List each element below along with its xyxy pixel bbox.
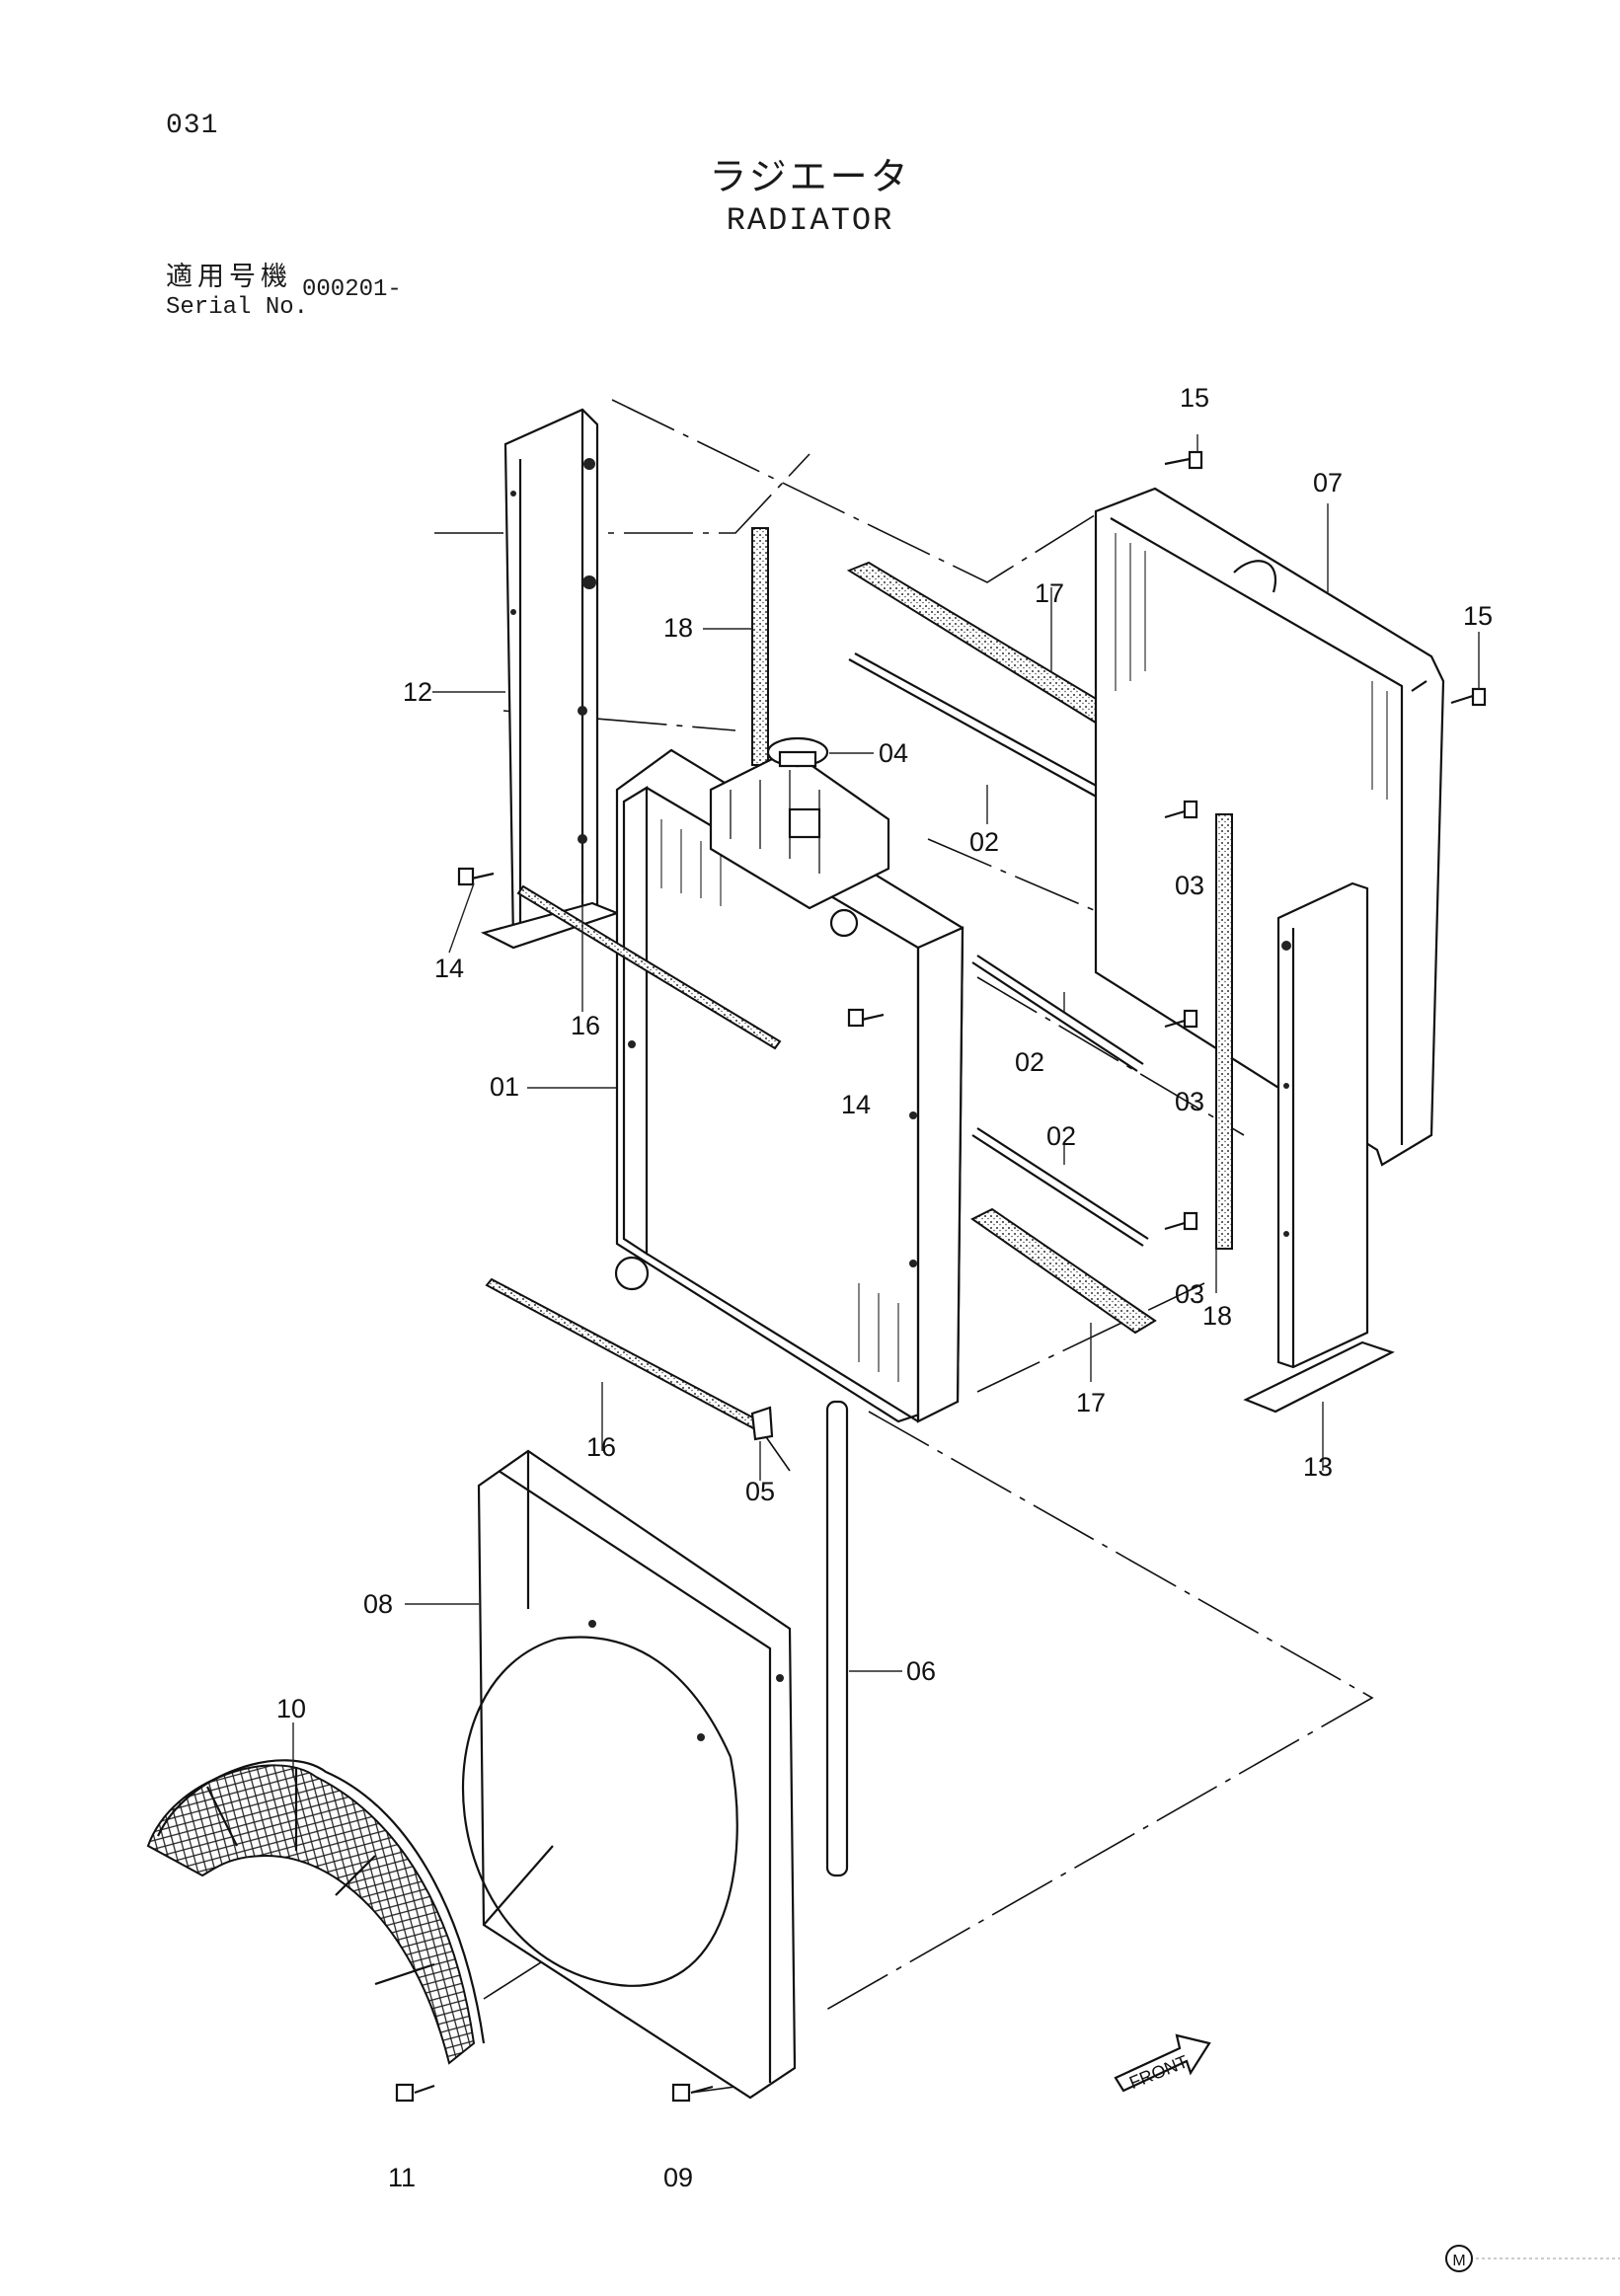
page-title: RADIATOR — [726, 202, 894, 239]
callout-12: 12 — [403, 677, 432, 707]
callout-18-upper: 18 — [663, 613, 693, 643]
right-stay-part-13 — [1243, 881, 1395, 1414]
hose-part-06 — [825, 1400, 849, 1877]
callout-03-bottom: 03 — [1175, 1279, 1204, 1309]
bolt-part-15-top — [1164, 450, 1203, 470]
callout-16-lower: 16 — [586, 1432, 616, 1462]
callout-08: 08 — [363, 1589, 393, 1619]
callout-03-middle: 03 — [1175, 1087, 1204, 1116]
callout-04: 04 — [879, 738, 908, 768]
bolt-part-15-right — [1450, 687, 1487, 707]
bolt-part-14-center — [847, 1008, 885, 1028]
seal-part-18-left — [751, 527, 769, 766]
drain-cock-part-05 — [750, 1406, 774, 1441]
serial-label: Serial No. — [166, 294, 309, 321]
callout-18-lower: 18 — [1202, 1301, 1232, 1331]
bolt-part-03-top — [1164, 800, 1198, 819]
callout-13: 13 — [1303, 1452, 1333, 1482]
callout-05: 05 — [745, 1477, 775, 1506]
callout-15-top: 15 — [1180, 383, 1209, 413]
callout-17-upper: 17 — [1035, 578, 1064, 608]
callout-15-right: 15 — [1463, 601, 1493, 631]
stay-part-02-upper — [848, 658, 1138, 820]
callout-02-middle: 02 — [1015, 1047, 1044, 1077]
seal-part-17-lower — [970, 1207, 1157, 1335]
callout-10: 10 — [276, 1694, 306, 1723]
callout-11: 11 — [388, 2163, 416, 2192]
left-stay-part-12 — [480, 408, 621, 950]
callout-06: 06 — [906, 1656, 936, 1686]
bolt-part-09 — [671, 2083, 714, 2103]
serial-number-range: 000201- — [302, 276, 402, 303]
callout-14-left: 14 — [434, 954, 464, 983]
shroud-part-07 — [1094, 487, 1445, 1167]
callout-16-upper: 16 — [571, 1011, 600, 1040]
page-number: 031 — [166, 111, 219, 141]
callout-17-lower: 17 — [1076, 1388, 1106, 1417]
corner-mark: M — [1445, 2245, 1620, 2272]
stay-part-02-middle — [971, 961, 1138, 1072]
bolt-part-03-middle — [1164, 1009, 1198, 1029]
callout-03-top: 03 — [1175, 871, 1204, 900]
page-title-japanese: ラジエータ — [709, 155, 911, 198]
stay-part-02-lower — [971, 1134, 1144, 1247]
callout-02-lower: 02 — [1046, 1121, 1076, 1151]
fan-guard-part-10 — [146, 1759, 486, 2065]
callout-leader-lines — [292, 434, 1480, 1777]
callout-09: 09 — [663, 2163, 693, 2192]
callout-07: 07 — [1313, 468, 1343, 497]
callout-02-upper: 02 — [969, 827, 999, 857]
corner-mark-letter: M — [1452, 2253, 1465, 2269]
callout-01: 01 — [490, 1072, 519, 1102]
bolt-part-14-left — [457, 867, 495, 886]
radiator-core-part-01 — [614, 748, 964, 1423]
callout-14-center: 14 — [841, 1090, 871, 1119]
fan-shroud-part-08 — [461, 1449, 797, 2100]
bolt-part-11 — [395, 2083, 435, 2103]
serial-label-japanese: 適用号機 — [166, 262, 292, 292]
seal-part-18-right — [1215, 813, 1233, 1250]
seal-part-16-upper — [516, 884, 782, 1050]
bolt-part-03-bottom — [1164, 1211, 1198, 1231]
radiator-cap-part-04 — [766, 736, 829, 768]
front-direction-arrow: FRONT — [1114, 2033, 1211, 2093]
